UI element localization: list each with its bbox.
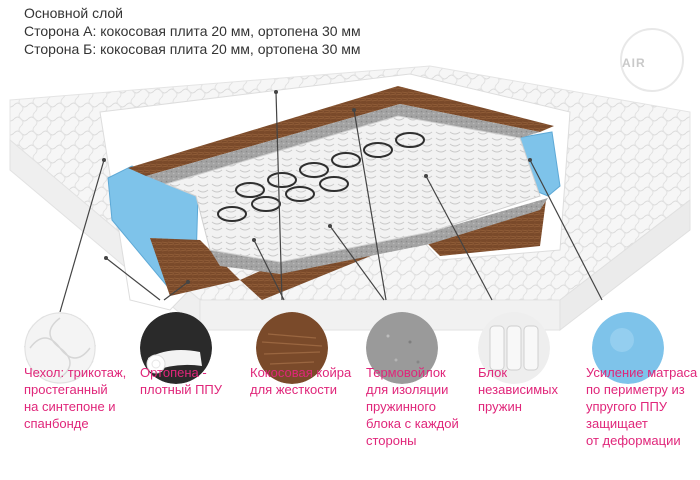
mattress-cover-right	[559, 198, 691, 332]
coconut-coir-icon	[256, 312, 328, 384]
coconut-layer-top	[128, 86, 554, 176]
caption-cover: Чехол: трикотаж, простеганный на синтепо…	[24, 365, 127, 431]
side-b-description: Сторона Б: кокосовая плита 20 мм, ортопе…	[24, 41, 361, 57]
pocket-springs-icon	[478, 312, 550, 384]
layer-description: Основной слой Сторона А: кокосовая плита…	[24, 4, 361, 58]
pointer-lines	[59, 91, 603, 313]
felt-layer-top	[146, 104, 540, 184]
spring-coils	[217, 132, 425, 222]
felt-layer-bottom	[210, 198, 548, 274]
caption-blue-foam: Усиление матраса по периметру из упругог…	[586, 365, 698, 448]
thermal-felt-icon	[366, 312, 438, 384]
blue-foam-icon	[592, 312, 664, 384]
orthofoam-roll-icon	[140, 312, 212, 384]
caption-felt: Термовойлок для изоляции пружинного блок…	[366, 365, 459, 448]
logo-seal	[620, 28, 684, 92]
coconut-layer-side	[150, 238, 240, 296]
side-a-description: Сторона А: кокосовая плита 20 мм, ортопе…	[24, 23, 361, 39]
quilted-cover-icon	[24, 312, 96, 384]
caption-orthofoam: Ортопена - плотный ППУ	[140, 365, 223, 397]
main-layer-title: Основной слой	[24, 5, 124, 21]
brand-logo: AIR	[622, 56, 646, 70]
pointer-arrowheads	[102, 90, 532, 284]
spring-block	[164, 115, 541, 263]
caption-coconut: Кокосовая койра для жесткости	[250, 365, 352, 397]
caption-springs: Блок независимых пружин	[478, 365, 559, 414]
